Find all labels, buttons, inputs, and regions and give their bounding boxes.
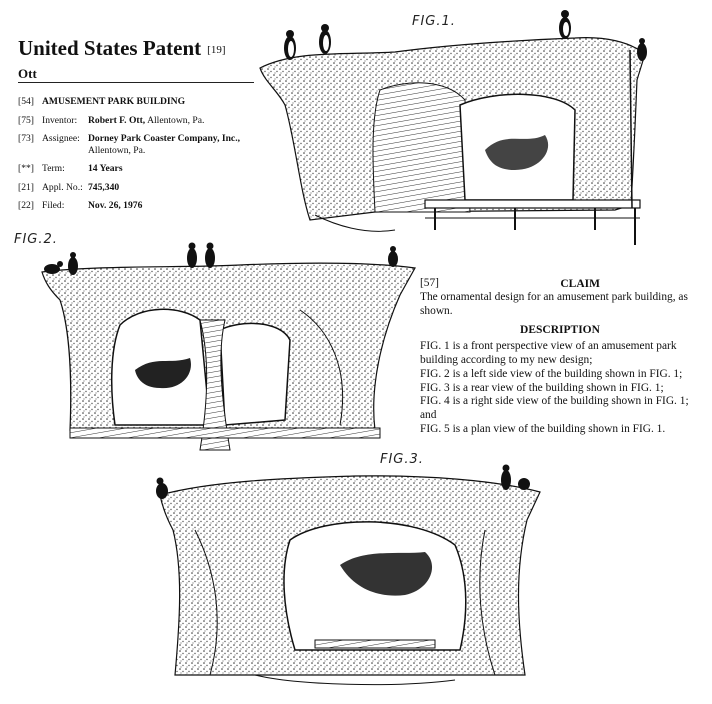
penguin-icon xyxy=(559,10,571,39)
fig1-label: FIG.1. xyxy=(412,14,456,29)
description-line: FIG. 2 is a left side view of the buildi… xyxy=(420,367,683,380)
description-line: FIG. 4 is a right side view of the build… xyxy=(420,395,689,422)
inventor-surname: Ott xyxy=(18,66,37,81)
claim-code: [57] xyxy=(420,277,439,289)
title-code: [19] xyxy=(207,44,226,56)
biblio-row-filed: [22] Filed: Nov. 26, 1976 xyxy=(18,200,143,211)
fig2-drawing xyxy=(41,262,416,451)
description-line: FIG. 1 is a front perspective view of an… xyxy=(420,339,677,366)
fig3-label: FIG.3. xyxy=(380,452,424,467)
biblio-row-inventor: [75] Inventor: Robert F. Ott, Allentown,… xyxy=(18,114,205,126)
biblio-row-appl-no: [21] Appl. No.: 745,340 xyxy=(18,181,120,193)
fig2-label: FIG.2. xyxy=(14,232,58,247)
penguin-icon xyxy=(637,38,647,61)
claim-section: [57] CLAIM The ornamental design for an … xyxy=(420,277,700,437)
penguin-icon xyxy=(388,246,398,267)
penguin-icon xyxy=(68,252,78,275)
penguin-icon xyxy=(156,477,168,499)
penguin-icon xyxy=(284,30,296,60)
description-heading: DESCRIPTION xyxy=(520,323,600,336)
patent-title: United States Patent[19] xyxy=(18,36,226,60)
fig3-drawing xyxy=(159,475,541,686)
description-line: FIG. 5 is a plan view of the building sh… xyxy=(420,423,666,436)
biblio-row-term: [**] Term: 14 Years xyxy=(18,163,123,174)
fig1-drawing xyxy=(259,37,646,245)
header-rule xyxy=(18,82,254,83)
penguin-icon xyxy=(187,242,215,268)
biblio-row-title: [54] AMUSEMENT PARK BUILDING xyxy=(18,96,186,107)
penguin-icon xyxy=(44,261,63,274)
bibliographic-data: [54] AMUSEMENT PARK BUILDING [75] Invent… xyxy=(18,96,268,219)
description-line: FIG. 3 is a rear view of the building sh… xyxy=(420,381,664,394)
claim-text: The ornamental design for an amusement p… xyxy=(420,291,688,317)
penguin-icon xyxy=(501,464,530,490)
biblio-row-assignee: [73] Assignee: Dorney Park Coaster Compa… xyxy=(18,133,240,156)
penguin-icon xyxy=(319,24,331,54)
claim-header: [57] CLAIM xyxy=(420,277,700,291)
claim-heading: CLAIM xyxy=(560,278,600,290)
